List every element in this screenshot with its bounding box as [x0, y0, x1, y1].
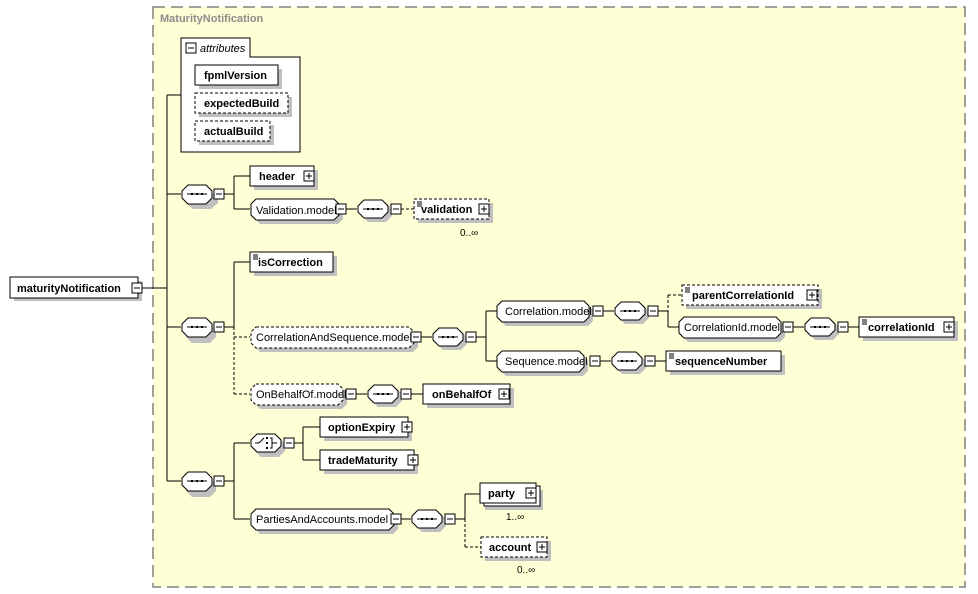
- svg-text:correlationId: correlationId: [868, 322, 935, 334]
- collapse-icon[interactable]: [400, 388, 412, 400]
- svg-text:account: account: [489, 542, 532, 554]
- element-onBehalfOf[interactable]: onBehalfOf: [422, 383, 514, 408]
- svg-text:header: header: [259, 171, 296, 183]
- group-correlation-model[interactable]: Correlation.model: [496, 300, 604, 326]
- sequence-compositor-correlationId[interactable]: [804, 317, 849, 340]
- attributes-header: attributes: [200, 43, 246, 55]
- attribute-expectedBuild[interactable]: expectedBuild: [194, 92, 292, 117]
- collapse-icon[interactable]: [465, 331, 477, 343]
- expand-icon[interactable]: [478, 203, 490, 215]
- group-sequence-model[interactable]: Sequence.model: [496, 350, 601, 376]
- collapse-icon[interactable]: [592, 305, 604, 317]
- expand-icon[interactable]: [536, 541, 548, 553]
- expand-icon[interactable]: [303, 170, 315, 182]
- sequence-compositor-2[interactable]: [181, 317, 225, 343]
- collapse-icon[interactable]: [837, 321, 849, 333]
- svg-text:fpmlVersion: fpmlVersion: [204, 70, 267, 82]
- group-correlationId-model[interactable]: CorrelationId.model: [678, 316, 794, 342]
- element-tradeMaturity[interactable]: tradeMaturity: [319, 449, 419, 474]
- svg-text:expectedBuild: expectedBuild: [204, 98, 279, 110]
- svg-text:Sequence.model: Sequence.model: [505, 356, 588, 368]
- collapse-icon[interactable]: [782, 321, 794, 333]
- collapse-icon[interactable]: [644, 355, 656, 367]
- svg-text:validation: validation: [421, 204, 473, 216]
- choice-compositor[interactable]: [250, 433, 295, 457]
- expand-icon[interactable]: [943, 321, 955, 333]
- expand-icon[interactable]: [401, 421, 413, 433]
- occurrence: 1..∞: [506, 512, 524, 523]
- group-onBehalfOf-model[interactable]: OnBehalfOf.model: [250, 383, 357, 409]
- occurrence: 0..∞: [517, 565, 535, 576]
- root-element-label: maturityNotification: [17, 283, 121, 295]
- element-party[interactable]: party 1..∞: [479, 482, 543, 523]
- expand-icon[interactable]: [806, 289, 818, 301]
- collapse-icon[interactable]: [390, 513, 402, 525]
- sequence-compositor-validation[interactable]: [357, 199, 402, 222]
- svg-text:Correlation.model: Correlation.model: [505, 306, 592, 318]
- element-account[interactable]: account 0..∞: [480, 536, 551, 576]
- collapse-icon[interactable]: [213, 475, 225, 487]
- collapse-icon[interactable]: [283, 437, 295, 449]
- svg-text:CorrelationId.model: CorrelationId.model: [684, 322, 780, 334]
- collapse-icon[interactable]: [647, 305, 659, 317]
- sequence-compositor-sequence[interactable]: [611, 351, 656, 374]
- svg-text:PartiesAndAccounts.model: PartiesAndAccounts.model: [256, 514, 388, 526]
- svg-text:optionExpiry: optionExpiry: [328, 422, 396, 434]
- sequence-compositor-onBehalfOf[interactable]: [367, 384, 412, 407]
- expand-icon[interactable]: [498, 388, 510, 400]
- collapse-icon[interactable]: [335, 203, 347, 215]
- svg-text:onBehalfOf: onBehalfOf: [432, 389, 492, 401]
- sequence-compositor-3[interactable]: [181, 471, 225, 497]
- collapse-icon[interactable]: [390, 203, 402, 215]
- svg-text:tradeMaturity: tradeMaturity: [328, 455, 399, 467]
- attribute-actualBuild[interactable]: actualBuild: [194, 120, 274, 145]
- svg-text:isCorrection: isCorrection: [258, 257, 323, 269]
- element-correlationId[interactable]: correlationId: [858, 316, 958, 341]
- root-element[interactable]: maturityNotification: [9, 276, 143, 301]
- svg-text:Validation.model: Validation.model: [256, 205, 337, 217]
- group-correlation-and-sequence-model[interactable]: CorrelationAndSequence.model: [250, 326, 422, 352]
- element-isCorrection[interactable]: isCorrection: [249, 251, 337, 276]
- svg-text:OnBehalfOf.model: OnBehalfOf.model: [256, 389, 347, 401]
- element-sequenceNumber[interactable]: sequenceNumber: [665, 350, 785, 375]
- element-validation[interactable]: validation 0..∞: [413, 198, 493, 239]
- svg-text:parentCorrelationId: parentCorrelationId: [692, 290, 794, 302]
- collapse-icon[interactable]: [345, 388, 357, 400]
- attributes-group: attributes fpmlVersion expectedBuild act…: [180, 37, 301, 153]
- element-parentCorrelationId[interactable]: parentCorrelationId: [681, 284, 822, 309]
- collapse-icon[interactable]: [131, 282, 143, 294]
- svg-text:sequenceNumber: sequenceNumber: [675, 356, 768, 368]
- sequence-compositor-correlation[interactable]: [614, 301, 659, 324]
- collapse-attributes-icon[interactable]: [185, 42, 197, 54]
- svg-text:actualBuild: actualBuild: [204, 126, 263, 138]
- collapse-icon[interactable]: [410, 331, 422, 343]
- type-name: MaturityNotification: [160, 13, 264, 25]
- expand-icon[interactable]: [525, 487, 537, 499]
- collapse-icon[interactable]: [589, 355, 601, 367]
- expand-icon[interactable]: [407, 454, 419, 466]
- element-header[interactable]: header: [249, 165, 318, 190]
- group-validation-model[interactable]: Validation.model: [250, 198, 347, 224]
- sequence-compositor-1[interactable]: [181, 184, 225, 209]
- collapse-icon[interactable]: [444, 513, 456, 525]
- element-optionExpiry[interactable]: optionExpiry: [319, 416, 413, 441]
- collapse-icon[interactable]: [213, 321, 225, 333]
- collapse-icon[interactable]: [213, 188, 225, 200]
- occurrence: 0..∞: [460, 228, 478, 239]
- sequence-compositor-parties[interactable]: [411, 509, 456, 532]
- sequence-compositor-corrseq[interactable]: [432, 327, 477, 350]
- svg-text:CorrelationAndSequence.model: CorrelationAndSequence.model: [256, 332, 412, 344]
- group-parties-and-accounts-model[interactable]: PartiesAndAccounts.model: [250, 508, 402, 534]
- svg-text:party: party: [488, 488, 516, 500]
- attribute-fpmlVersion[interactable]: fpmlVersion: [194, 64, 282, 89]
